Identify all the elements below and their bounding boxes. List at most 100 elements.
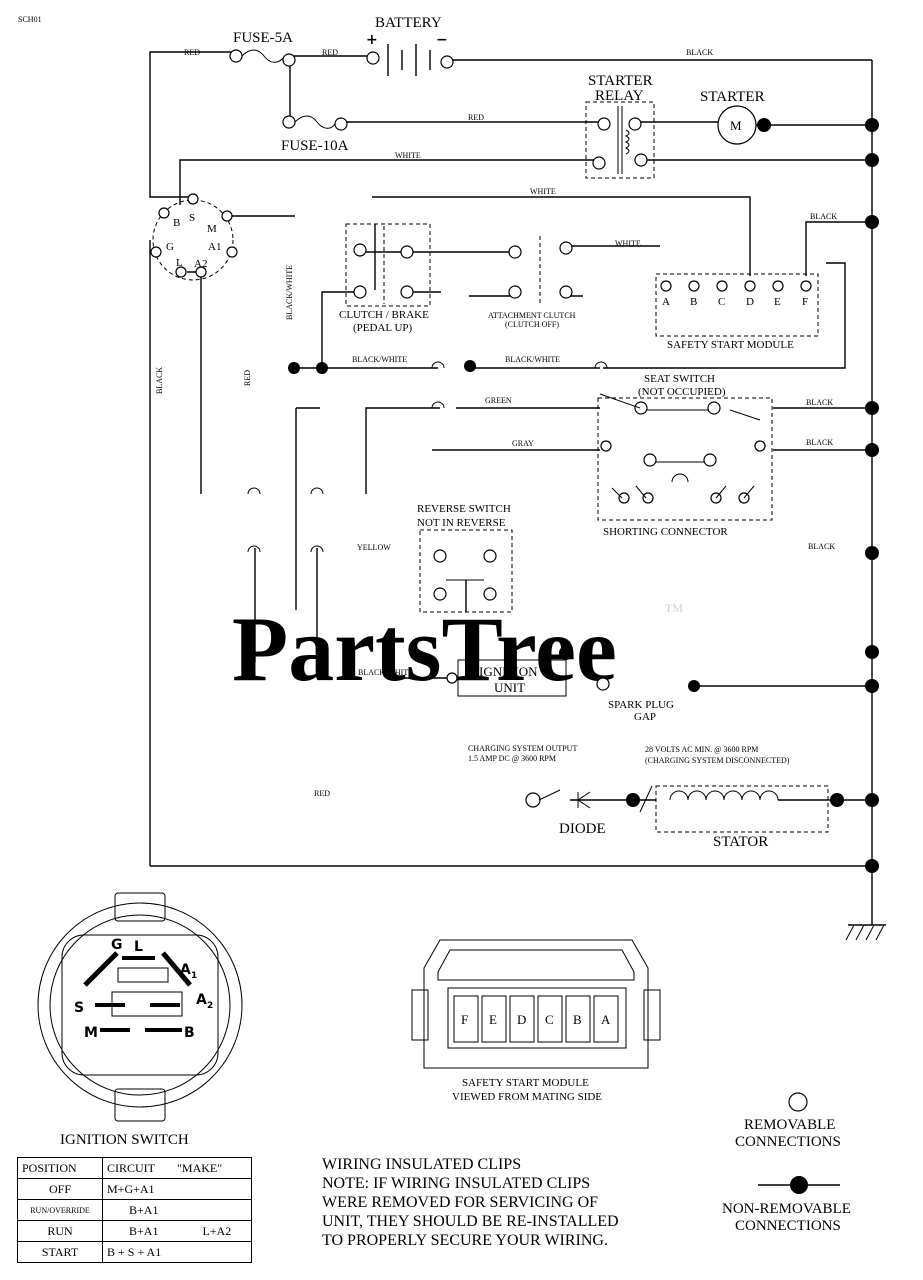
legend-removable-1: REMOVABLE (744, 1117, 835, 1133)
clips-note-line-2: WERE REMOVED FOR SERVICING OF (322, 1194, 598, 1211)
clutch-brake-label-1: CLUTCH / BRAKE (339, 309, 429, 321)
face-label-a2-sub: 2 (207, 1001, 213, 1011)
charging-system: CHARGING SYSTEM OUTPUT 1.5 AMP DC @ 3600… (468, 744, 829, 850)
face-label-g: G (111, 937, 123, 953)
attachment-clutch-switch: ATTACHMENT CLUTCH (CLUTCH OFF) (488, 236, 576, 329)
fuse-5a-label: FUSE-5A (233, 30, 293, 46)
safety-start-module: A B C D E F SAFETY START MODULE (655, 273, 819, 351)
table-row: OFF M+G+A1 (17, 1178, 252, 1200)
non-removable-connection-symbol (790, 1176, 808, 1194)
wire-black-white-1: BLACK/WHITE (352, 355, 407, 364)
clutch-brake-label-2: (PEDAL UP) (353, 322, 413, 334)
wire-white-2: WHITE (530, 187, 556, 196)
starter-label: STARTER (700, 89, 765, 105)
connector-terminal-b: B (573, 1012, 582, 1027)
module-terminal-e: E (774, 296, 781, 308)
ignition-unit-label-1: IGNITION (479, 664, 538, 679)
table-cell-position: RUN (17, 1220, 103, 1242)
switch-terminal-a2: A2 (194, 258, 207, 270)
wire-black-3: BLACK (806, 398, 833, 407)
attachment-clutch-label-2: (CLUTCH OFF) (505, 320, 559, 329)
face-label-m: M (84, 1025, 98, 1041)
clips-note: WIRING INSULATED CLIPS NOTE: IF WIRING I… (322, 1156, 619, 1249)
fuse-5a: FUSE-5A (229, 30, 296, 67)
removable-connection-symbol (788, 1092, 808, 1112)
table-row: START B + S + A1 (17, 1241, 252, 1263)
table-row: RUN/OVERRIDE B+A1 (17, 1199, 252, 1221)
face-label-b: B (184, 1025, 195, 1041)
switch-terminal-s: S (189, 212, 195, 224)
clips-note-title: WIRING INSULATED CLIPS (322, 1156, 521, 1173)
battery-plus-label: + (366, 32, 378, 48)
seat-switch-label-2: (NOT OCCUPIED) (638, 386, 726, 398)
stator-volts-label-2: (CHARGING SYSTEM DISCONNECTED) (645, 756, 790, 765)
connector-terminal-c: C (545, 1012, 554, 1027)
face-label-l: L (134, 939, 143, 955)
spark-plug-label-2: GAP (634, 711, 656, 723)
charging-output-label-2: 1.5 AMP DC @ 3600 RPM (468, 754, 556, 763)
wire-white-1: WHITE (395, 151, 421, 160)
face-label-a1-sub: 1 (191, 971, 197, 981)
switch-terminal-g: G (166, 241, 174, 253)
non-removable-dots (288, 118, 879, 873)
table-cell-position: START (17, 1241, 103, 1263)
connector-terminal-a: A (601, 1012, 611, 1027)
connector-terminal-f: F (461, 1012, 468, 1027)
connections-legend: REMOVABLE CONNECTIONS NON-REMOVABLE CONN… (722, 1092, 851, 1234)
reverse-switch: REVERSE SWITCH NOT IN REVERSE (417, 503, 513, 613)
table-cell-circuit: B + S + A1 (102, 1241, 252, 1263)
stator-label: STATOR (713, 834, 768, 850)
table-cell-circuit: B+A1 (102, 1199, 252, 1221)
spark-plug: SPARK PLUG GAP (596, 677, 674, 723)
fuse-10a-label: FUSE-10A (281, 138, 349, 154)
ignition-unit: IGNITION UNIT (446, 659, 567, 697)
wire-black-vertical: BLACK (155, 367, 164, 394)
legend-non-removable-1: NON-REMOVABLE (722, 1201, 851, 1217)
wire-color-labels: RED RED BLACK RED WHITE WHITE BLACK WHIT… (155, 48, 837, 798)
attachment-clutch-label-1: ATTACHMENT CLUTCH (488, 311, 576, 320)
wire-white-3: WHITE (615, 239, 641, 248)
battery: BATTERY + − (366, 15, 454, 76)
wire-red-2: RED (322, 48, 338, 57)
table-header-row: POSITION CIRCUIT"MAKE" (17, 1157, 252, 1179)
table-circuit-value: B + S + A1 (107, 1244, 162, 1259)
wire-red-vertical: RED (243, 370, 252, 386)
starter-relay-label-2: RELAY (595, 88, 644, 104)
watermark-tm: TM (665, 601, 683, 615)
face-label-a1: A (180, 962, 191, 978)
table-circuit-value: B+A1 (129, 1223, 159, 1238)
table-header-circuit-make: CIRCUIT "MAKE" (102, 1157, 252, 1179)
reverse-switch-label-1: REVERSE SWITCH (417, 503, 511, 515)
ignition-position-table: POSITION CIRCUIT"MAKE" OFF M+G+A1 RUN/OV… (17, 1157, 252, 1263)
ignition-unit-label-2: UNIT (494, 680, 525, 695)
wire-yellow: YELLOW (357, 543, 391, 552)
face-label-a2: A (196, 992, 207, 1008)
misc-contacts (247, 361, 608, 553)
starter-relay: STARTER RELAY (585, 73, 655, 179)
wire-black-2: BLACK (810, 212, 837, 221)
wire-gray: GRAY (512, 439, 534, 448)
table-header-circuit: CIRCUIT (107, 1160, 155, 1175)
starter-relay-label-1: STARTER (588, 73, 653, 89)
switch-terminal-a1: A1 (208, 241, 221, 253)
wire-black-white-vertical: BLACK/WHITE (285, 265, 294, 320)
stator-volts-label-1: 28 VOLTS AC MIN. @ 3600 RPM (645, 745, 758, 754)
module-terminal-b: B (690, 296, 697, 308)
clips-note-line-3: UNIT, THEY SHOULD BE RE-INSTALLED (322, 1213, 619, 1230)
table-cell-position: OFF (17, 1178, 103, 1200)
reverse-switch-label-2: NOT IN REVERSE (417, 517, 506, 529)
wire-red-3: RED (468, 113, 484, 122)
battery-label: BATTERY (375, 15, 442, 31)
seat-switch-label-1: SEAT SWITCH (644, 373, 715, 385)
table-circuit-value: B+A1 (129, 1202, 159, 1217)
module-terminal-a: A (662, 296, 670, 308)
module-terminal-f: F (802, 296, 808, 308)
wire-black-5: BLACK (808, 542, 835, 551)
table-header-make: "MAKE" (177, 1160, 223, 1175)
module-view-label-2: VIEWED FROM MATING SIDE (452, 1091, 602, 1103)
ignition-switch-face: G L A 1 A 2 S M B (37, 892, 243, 1122)
diode-label: DIODE (559, 821, 606, 837)
